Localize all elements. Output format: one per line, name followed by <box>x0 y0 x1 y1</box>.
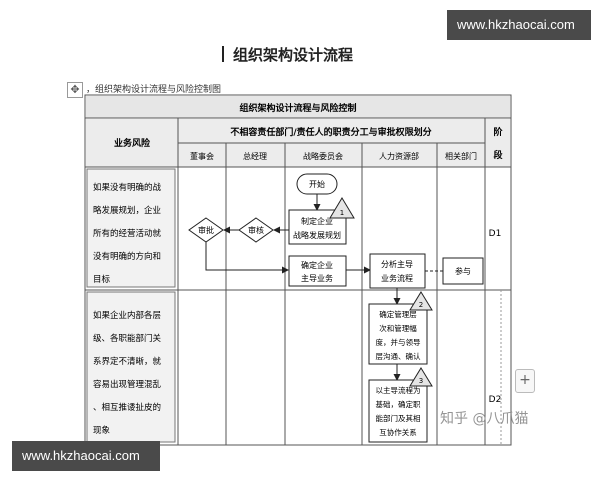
func-label-line: 互协作关系 <box>379 427 417 437</box>
stage-d1: D1 <box>489 229 502 239</box>
confirm-label-1: 确定企业 <box>301 260 333 270</box>
review-node <box>238 217 274 243</box>
plan-label-1: 制定企业 <box>301 216 333 226</box>
risk-box-1 <box>86 168 176 288</box>
analyze-label-2: 业务流程 <box>381 273 413 283</box>
column-header: 董事会 <box>190 151 214 161</box>
risk-text-2: 如果企业内部各层级、各职能部门关系界定不清晰，就容易出现管理混乱、相互推诿扯皮的… <box>93 310 162 436</box>
risk-text-1: 如果没有明确的战略发展规划，企业所有的经营活动就没有明确的方向和目标 <box>93 182 162 285</box>
participate-node <box>442 257 484 285</box>
move-handle-icon[interactable]: ✥ <box>67 82 83 98</box>
func-label-line: 基础，确定职 <box>376 399 421 409</box>
column-header: 总经理 <box>243 151 267 161</box>
mgmt-label-line: 确定管理层 <box>379 309 417 319</box>
stage-header-1: 阶 <box>493 126 503 138</box>
column-header: 相关部门 <box>445 151 477 161</box>
confirm-label-2: 主导业务 <box>301 273 333 283</box>
risk-marker-2 <box>409 291 433 311</box>
risk-marker-1-label: 1 <box>340 209 344 217</box>
risk-marker-1 <box>329 197 355 219</box>
zhihu-watermark: 知乎 @八爪猫 <box>440 411 529 427</box>
division-header: 不相容责任部门/责任人的职责分工与审批权限划分 <box>230 126 431 138</box>
func-label-line: 以主导流程为 <box>376 385 421 395</box>
approve-label: 审批 <box>198 225 214 235</box>
confirm-node <box>288 255 347 287</box>
participate-label: 参与 <box>455 266 471 276</box>
watermark-bottom: www.hkzhaocai.com <box>12 441 160 471</box>
page-title: 组织架构设计流程 <box>233 46 354 64</box>
mgmt-node <box>368 303 428 365</box>
risk-marker-3-label: 3 <box>419 377 423 385</box>
review-label: 审核 <box>248 225 264 235</box>
risk-marker-2-label: 2 <box>419 301 423 309</box>
risk-marker-3 <box>409 367 433 387</box>
analyze-node <box>369 253 426 289</box>
func-node <box>368 379 428 443</box>
analyze-label-1: 分析主导 <box>381 259 413 269</box>
table-title: 组织架构设计流程与风险控制 <box>239 102 356 114</box>
start-label: 开始 <box>309 179 325 189</box>
func-label-line: 能部门及其相 <box>376 413 421 423</box>
title-row <box>86 96 510 118</box>
title-bar <box>222 46 224 62</box>
mgmt-label-line: 度，并与领导 <box>376 337 421 347</box>
mgmt-label-line: 层沟通、确认 <box>376 351 421 361</box>
stage-d2: D2 <box>489 395 502 405</box>
risk-box-2 <box>86 291 176 443</box>
column-header: 战略委员会 <box>303 151 343 161</box>
expand-button[interactable]: + <box>515 369 535 393</box>
watermark-top: www.hkzhaocai.com <box>447 10 591 40</box>
stage-header-2: 段 <box>493 149 503 161</box>
column-header: 人力资源部 <box>379 151 419 161</box>
caption: ，组织架构设计流程与风险控制图 <box>86 85 222 95</box>
plan-label-2: 战略发展规划 <box>293 230 341 240</box>
mgmt-label-line: 次和管理幅 <box>379 323 417 333</box>
risk-header: 业务风险 <box>114 137 151 149</box>
